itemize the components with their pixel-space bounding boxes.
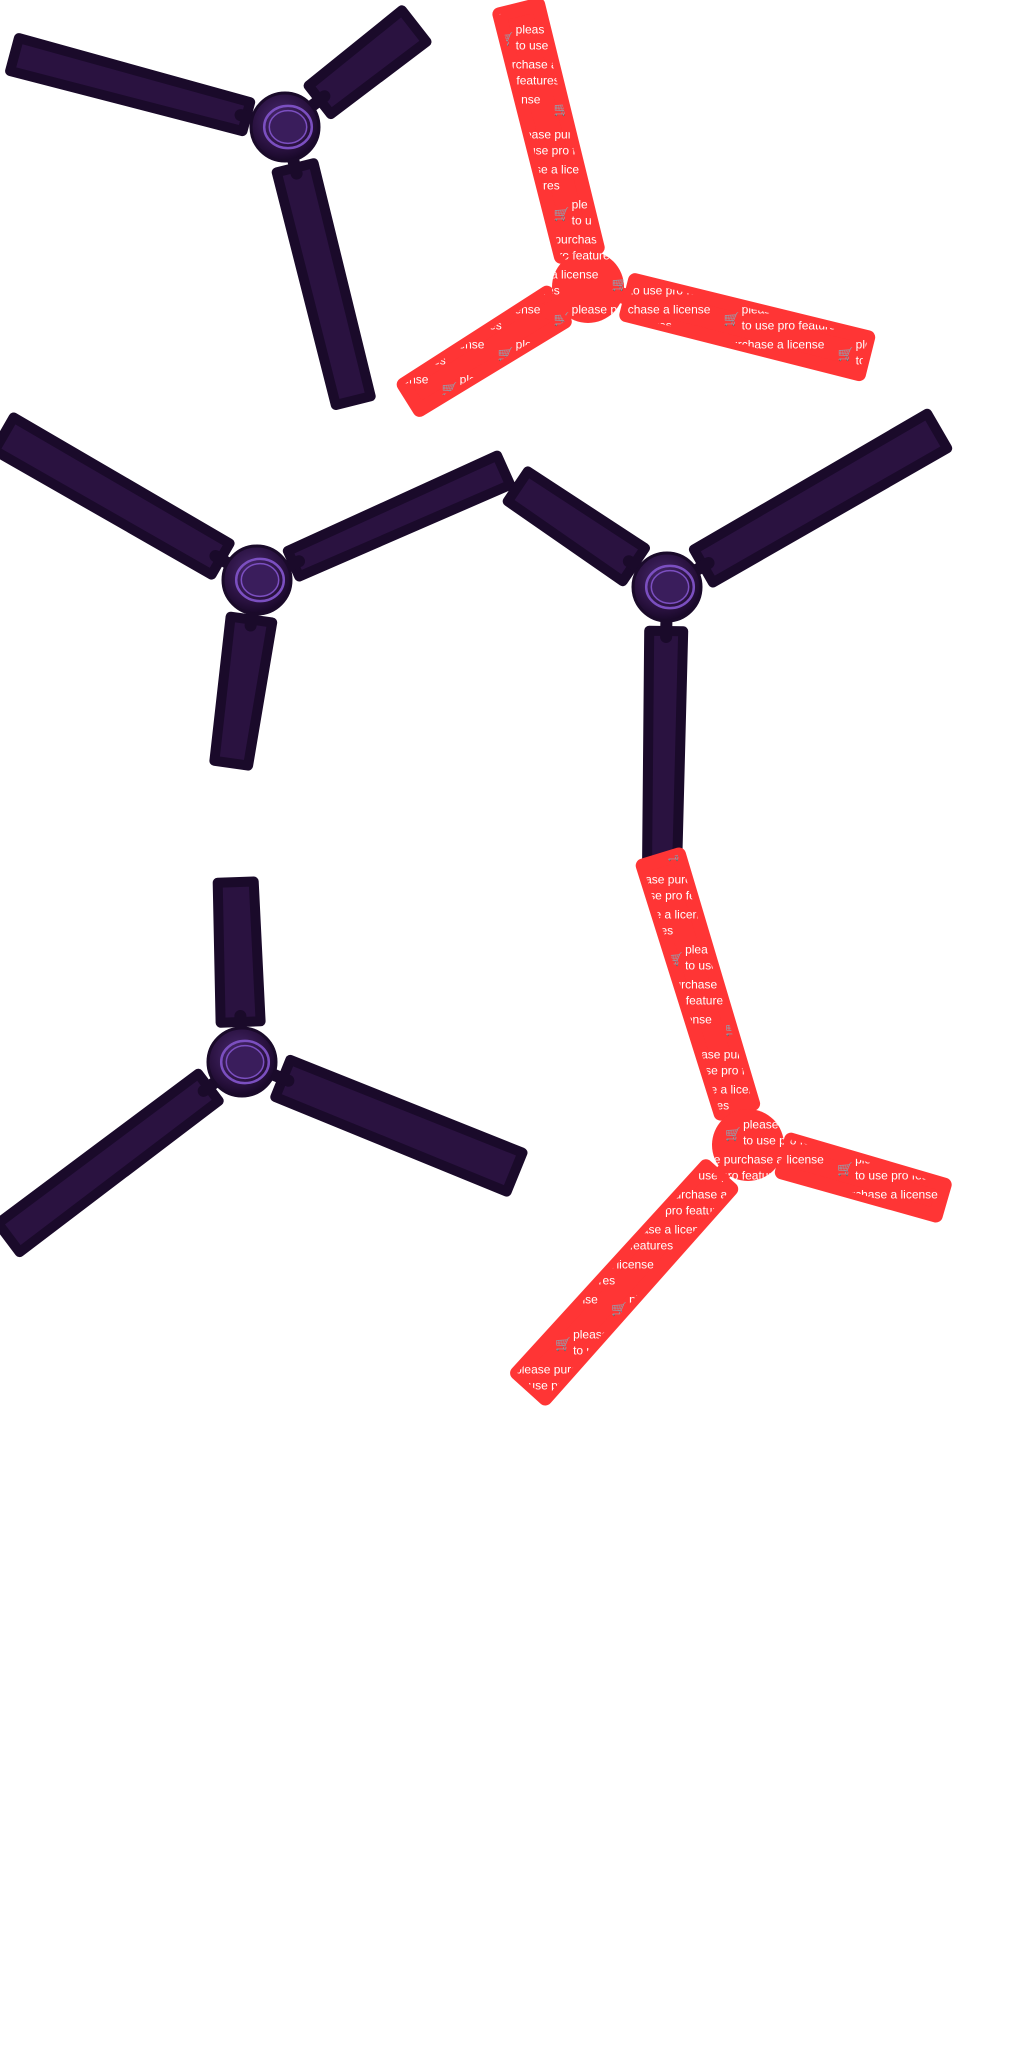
shopping-cart-icon: 🛒 xyxy=(667,846,683,862)
fan-hub xyxy=(552,251,624,323)
hub-ring xyxy=(234,557,286,603)
fan-blade xyxy=(270,1054,528,1197)
fan-blade xyxy=(212,876,266,1028)
fan-blade xyxy=(0,412,235,580)
fan-blade xyxy=(688,408,953,588)
ceiling-fan-purple xyxy=(0,876,528,1258)
fan-blade xyxy=(642,625,689,877)
hub-inner xyxy=(225,1044,265,1080)
shopping-cart-icon: 🛒 xyxy=(724,312,740,328)
shopping-cart-icon: 🛒 xyxy=(837,1161,853,1177)
hub-ring xyxy=(219,1039,271,1085)
shopping-cart-icon: 🛒 xyxy=(725,1126,741,1142)
fan-blade xyxy=(209,611,278,771)
ceiling-fan-purple xyxy=(0,412,516,771)
watermark-line-1: please purchase a license xyxy=(856,338,995,352)
fan-silhouette xyxy=(396,0,876,417)
fan-blade xyxy=(271,158,376,410)
hub-inner xyxy=(240,562,280,598)
shopping-cart-icon: 🛒 xyxy=(838,347,854,363)
fan-silhouette xyxy=(510,847,952,1406)
hub-inner xyxy=(650,569,690,605)
ceiling-fan-purple xyxy=(5,5,432,410)
hub-ring xyxy=(262,104,314,150)
shopping-cart-icon: 🛒 xyxy=(554,207,570,223)
hub-ring xyxy=(644,564,696,610)
hub-inner xyxy=(268,109,308,145)
watermark-line-1: please purchase a license xyxy=(572,303,711,317)
shopping-cart-icon: 🛒 xyxy=(555,1336,571,1352)
ceiling-fan-purple xyxy=(502,408,953,877)
fan-hub xyxy=(712,1109,784,1181)
watermark-line-1: please purchase a license xyxy=(685,1152,824,1166)
fan-blade xyxy=(502,466,650,587)
